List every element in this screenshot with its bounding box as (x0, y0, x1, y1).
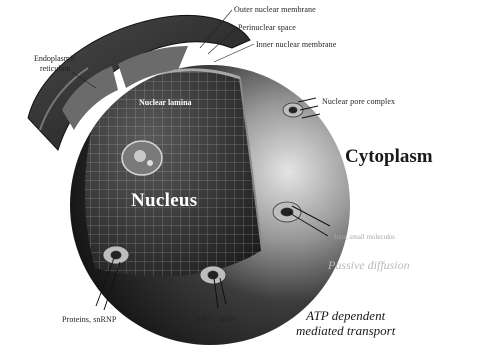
pore-bottom-left (103, 246, 129, 264)
label-nucleus: Nucleus (131, 190, 198, 212)
pore-bottom (200, 266, 226, 284)
label-outer-nuclear-membrane: Outer nuclear membrane (234, 5, 316, 14)
label-inner-nuclear-membrane: Inner nuclear membrane (256, 40, 336, 49)
label-perinuclear-space: Perinuclear space (238, 23, 296, 32)
label-er-line1: Endoplasmic (34, 54, 76, 63)
label-cytoplasm: Cytoplasm (345, 146, 433, 168)
label-nuclear-lamina: Nuclear lamina (139, 98, 192, 107)
label-rna-rnp: RNA / RNP (196, 315, 235, 324)
label-atp-line2: mediated transport (296, 323, 395, 338)
label-atp-transport: ATP dependent mediated transport (296, 308, 395, 338)
label-ions-small-molecules: Ions, small molecules (334, 233, 395, 241)
label-proteins-snrnp: Proteins, snRNP (62, 315, 116, 324)
label-nuclear-pore-complex: Nuclear pore complex (322, 97, 395, 106)
pore-right (273, 202, 301, 222)
label-passive-diffusion: Passive diffusion (328, 258, 410, 273)
label-atp-line1: ATP dependent (296, 308, 395, 323)
nucleolus (122, 141, 162, 175)
label-er-line2: reticulum (40, 64, 71, 73)
